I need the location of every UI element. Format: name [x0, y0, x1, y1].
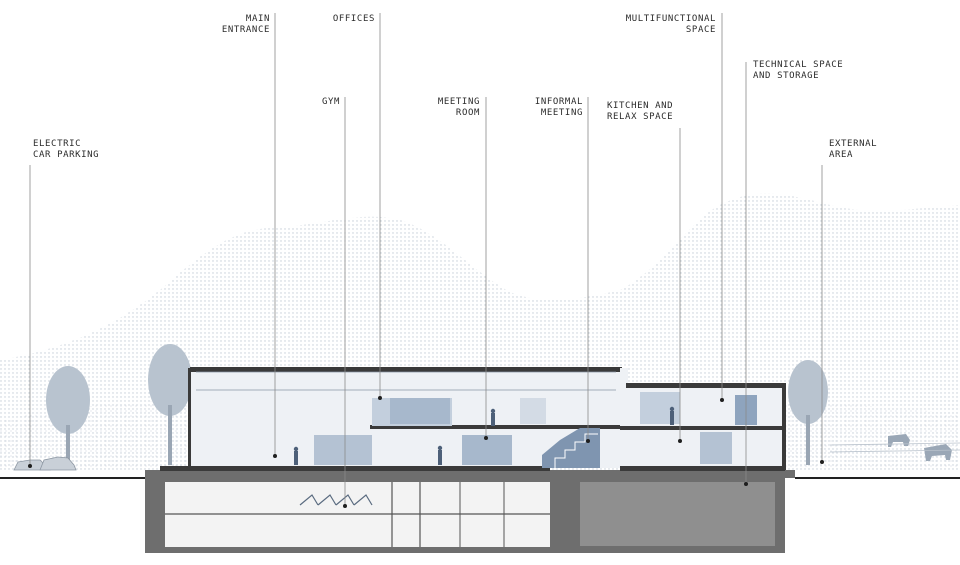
- parked-cars: [13, 456, 77, 471]
- label-meeting-room: MEETING ROOM: [438, 97, 480, 119]
- label-gym: GYM: [322, 97, 340, 108]
- label-offices: OFFICES: [333, 14, 375, 25]
- label-line: RELAX SPACE: [607, 112, 674, 122]
- label-line: CAR PARKING: [33, 150, 100, 160]
- label-line: INFORMAL: [534, 97, 583, 107]
- label-kitchen-relax: KITCHEN AND RELAX SPACE: [607, 101, 673, 123]
- label-line: OFFICES: [332, 14, 375, 24]
- label-line: MEETING: [540, 108, 583, 118]
- label-line: MEETING: [437, 97, 480, 107]
- leader-dots: [28, 396, 824, 508]
- tree-left-1: [46, 366, 90, 465]
- label-line: AREA: [829, 150, 854, 160]
- fence: [829, 442, 960, 453]
- label-external-area: EXTERNAL AREA: [829, 139, 877, 161]
- label-line: KITCHEN AND: [607, 101, 674, 111]
- label-line: AND STORAGE: [753, 71, 820, 81]
- basement: [145, 470, 795, 553]
- label-line: GYM: [321, 97, 340, 107]
- label-line: ENTRANCE: [221, 25, 270, 35]
- tree-left-2: [148, 344, 192, 465]
- label-line: TECHNICAL SPACE: [753, 60, 844, 70]
- label-informal-meeting: INFORMAL MEETING: [535, 97, 583, 119]
- label-multifunctional: MULTIFUNCTIONAL SPACE: [626, 14, 716, 36]
- label-main-entrance: MAIN ENTRANCE: [222, 14, 270, 36]
- label-line: MULTIFUNCTIONAL: [625, 14, 716, 24]
- people: [293, 406, 675, 465]
- main-building: [160, 367, 622, 471]
- label-line: ROOM: [455, 108, 480, 118]
- leader-lines: [29, 13, 823, 506]
- tree-right: [788, 360, 828, 465]
- label-line: ELECTRIC: [33, 139, 82, 149]
- label-line: EXTERNAL: [829, 139, 878, 149]
- label-line: SPACE: [685, 25, 716, 35]
- label-electric-car-parking: ELECTRIC CAR PARKING: [33, 139, 99, 161]
- annex-building: [620, 368, 786, 471]
- label-technical-storage: TECHNICAL SPACE AND STORAGE: [753, 60, 843, 82]
- label-line: MAIN: [245, 14, 270, 24]
